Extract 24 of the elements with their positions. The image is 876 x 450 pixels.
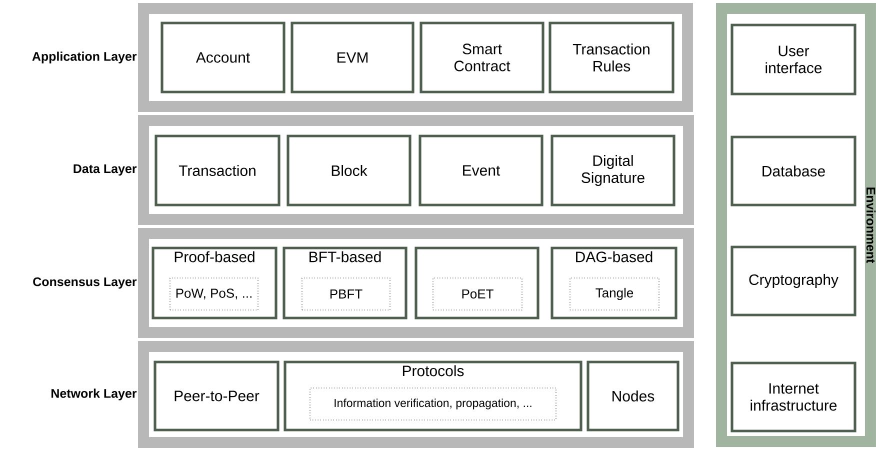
category-box: [414, 246, 540, 320]
component-box: Event: [418, 134, 544, 206]
algorithm-box: Tangle: [570, 278, 660, 310]
algorithm-box: PBFT: [302, 278, 390, 310]
component-box: Smart Contract: [420, 22, 544, 94]
component-box: Peer-to-Peer: [154, 360, 280, 432]
node-label: Data Layer: [74, 164, 137, 176]
component-box: Database: [730, 136, 856, 206]
node-label: Application Layer: [32, 52, 137, 64]
component-box: Block: [286, 134, 412, 206]
node-label: Network Layer: [52, 388, 137, 400]
component-box: EVM: [290, 22, 414, 94]
component-box: User interface: [730, 24, 856, 96]
algorithm-box: PoET: [432, 278, 522, 310]
component-box: Digital Signature: [550, 134, 676, 206]
component-box: Cryptography: [730, 246, 856, 316]
component-box: Internet infrastructure: [730, 362, 856, 432]
component-box: Transaction: [154, 134, 280, 206]
component-box: Transaction Rules: [548, 22, 674, 94]
node-label: Consensus Layer: [33, 277, 137, 289]
component-box: Account: [160, 22, 286, 94]
algorithm-box: PoW, PoS, ...: [170, 278, 258, 310]
component-box: Nodes: [586, 360, 680, 432]
algorithm-box: Information verification, propagation, ...: [310, 388, 556, 420]
